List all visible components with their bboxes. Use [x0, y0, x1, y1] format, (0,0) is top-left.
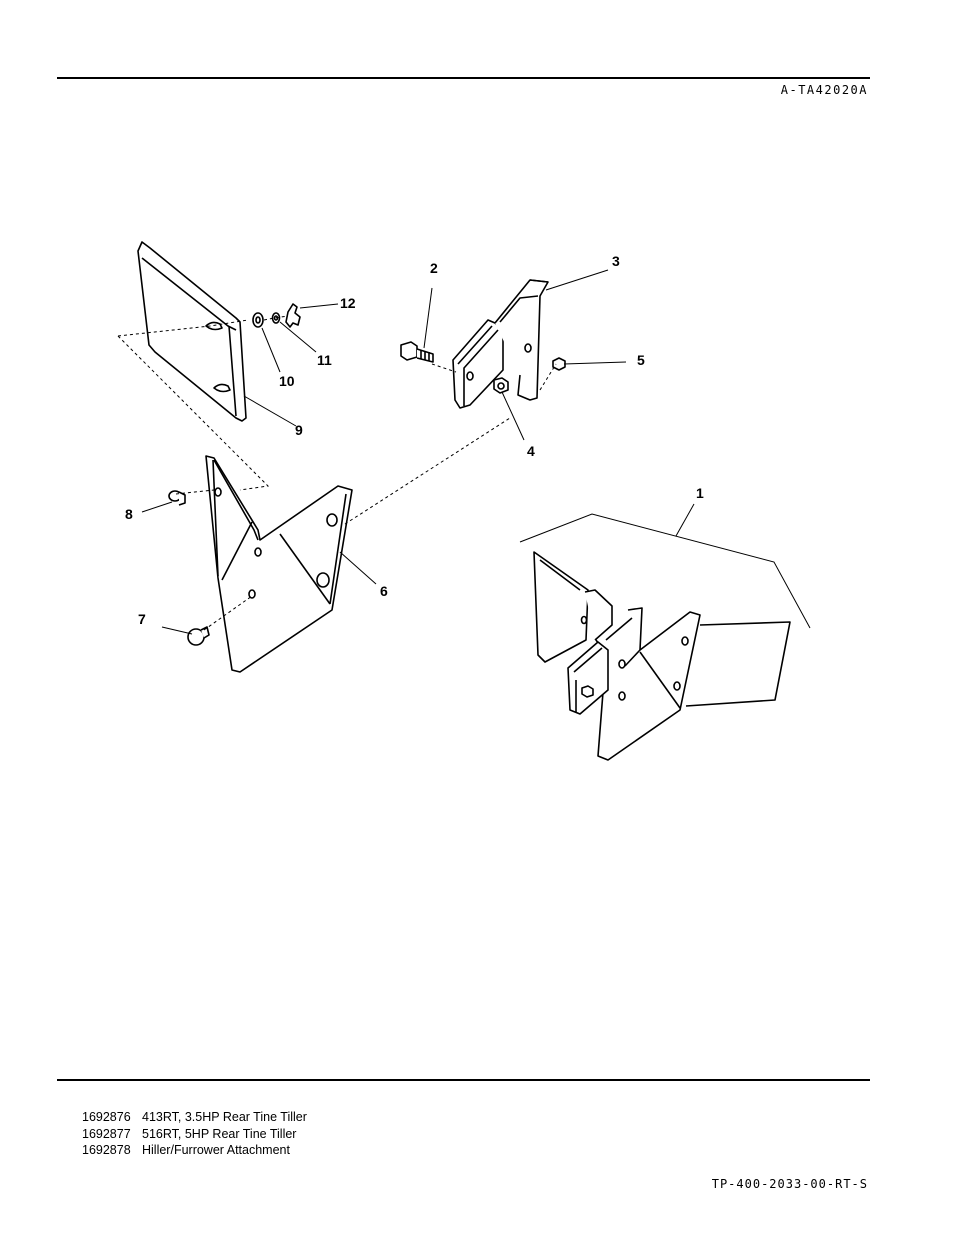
mounting-bracket-part: [452, 279, 549, 409]
header-rule: [57, 77, 870, 79]
wing-plate-part: [137, 241, 247, 422]
model-number: 1692878: [82, 1143, 131, 1157]
model-row: 1692877 516RT, 5HP Rear Tine Tiller: [82, 1126, 307, 1143]
callout-10: 10: [279, 373, 295, 389]
callout-4: 4: [527, 443, 535, 459]
callout-5: 5: [637, 352, 645, 368]
hiller-assembly: [533, 551, 791, 761]
model-row: 1692878 Hiller/Furrower Attachment: [82, 1142, 307, 1159]
model-number: 1692876: [82, 1110, 131, 1124]
document-number: TP-400-2033-00-RT-S: [711, 1177, 868, 1191]
model-description: Hiller/Furrower Attachment: [142, 1143, 290, 1157]
footer-rule: [57, 1079, 870, 1081]
callout-3: 3: [612, 253, 620, 269]
callout-6: 6: [380, 583, 388, 599]
model-number: 1692877: [82, 1126, 131, 1141]
callout-12: 12: [340, 295, 356, 311]
bolt-part: [400, 341, 434, 363]
callout-2: 2: [430, 260, 438, 276]
callout-1: 1: [696, 485, 704, 501]
wingnut-part: [285, 303, 301, 328]
washer-part: [252, 312, 264, 328]
callout-7: 7: [138, 611, 146, 627]
model-description: 516RT, 5HP Rear Tine Tiller: [142, 1126, 297, 1141]
callout-9: 9: [295, 422, 303, 438]
model-row: 1692876 413RT, 3.5HP Rear Tine Tiller: [82, 1109, 307, 1126]
locknut-part: [552, 357, 566, 371]
plug-part: [187, 626, 210, 646]
model-description: 413RT, 3.5HP Rear Tine Tiller: [142, 1110, 307, 1124]
drawing-code: A-TA42020A: [780, 83, 868, 97]
callout-8: 8: [125, 506, 133, 522]
model-list: 1692876 413RT, 3.5HP Rear Tine Tiller 16…: [82, 1109, 307, 1159]
hex-nut-part: [493, 377, 509, 394]
callout-11: 11: [317, 352, 332, 368]
hiller-plate-part: [205, 455, 353, 673]
